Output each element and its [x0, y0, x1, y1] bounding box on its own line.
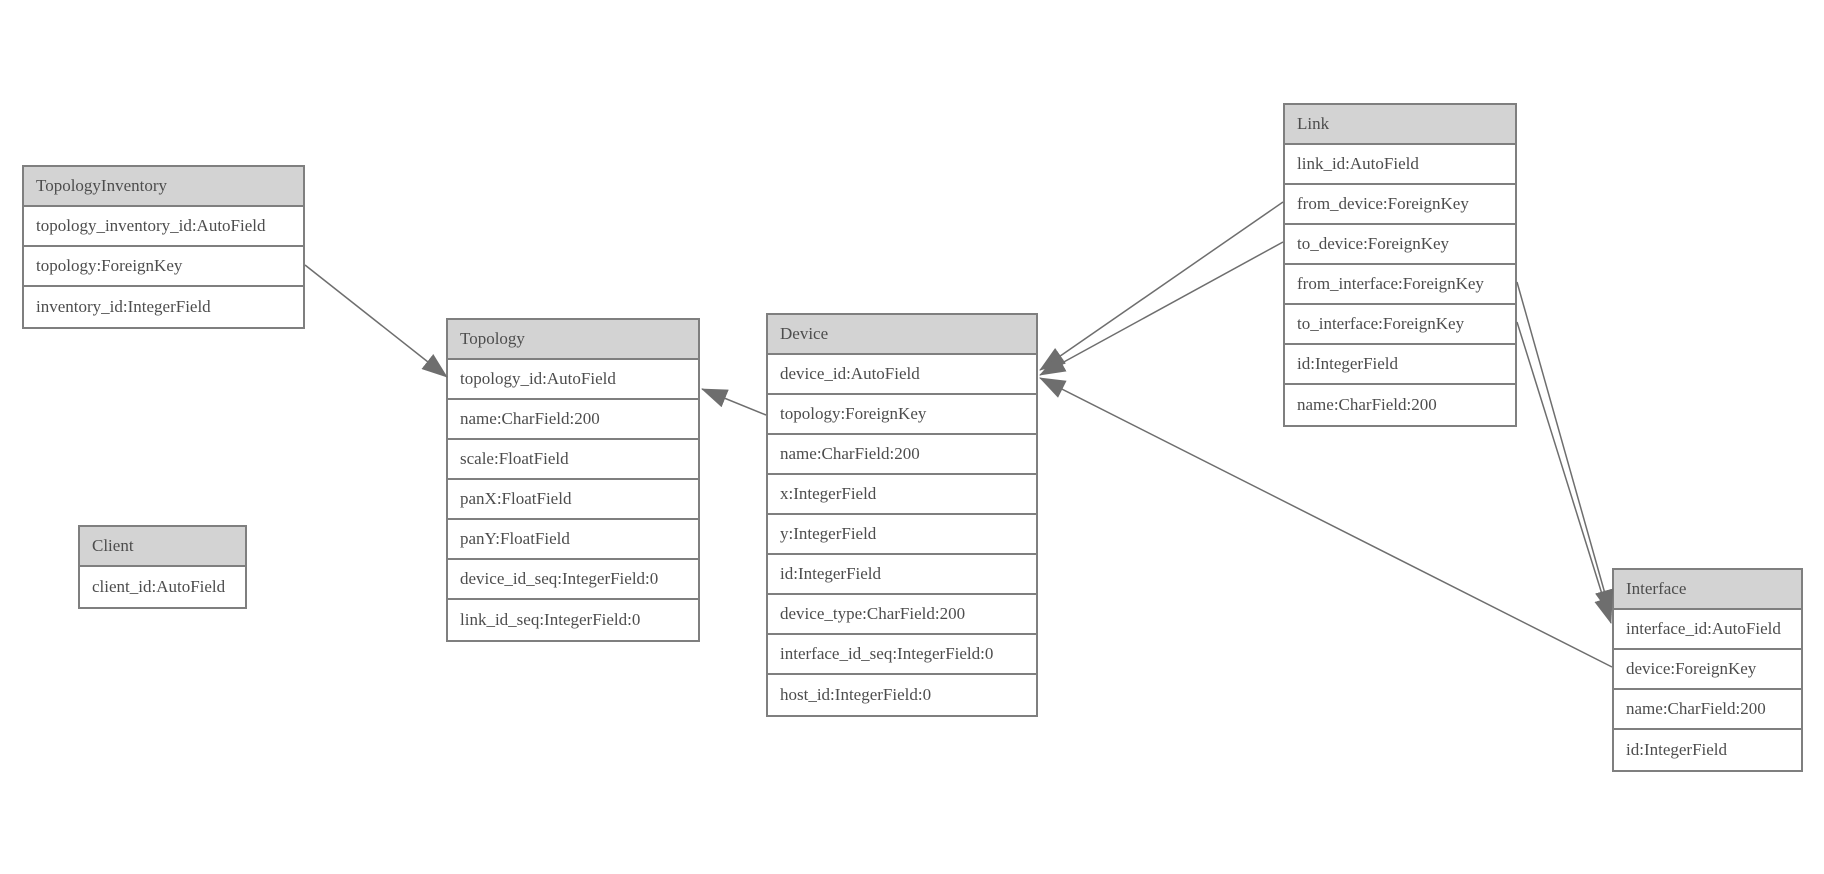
entity-field: host_id:IntegerField:0 [768, 675, 1036, 715]
entity-field: x:IntegerField [768, 475, 1036, 515]
relationship-link-from_device-to-device [1039, 201, 1284, 371]
entity-field: scale:FloatField [448, 440, 698, 480]
entity-field: device_id_seq:IntegerField:0 [448, 560, 698, 600]
entity-field: from_device:ForeignKey [1285, 185, 1515, 225]
entity-field: y:IntegerField [768, 515, 1036, 555]
entity-field: to_interface:ForeignKey [1285, 305, 1515, 345]
entity-title: TopologyInventory [24, 167, 303, 207]
entity-field: id:IntegerField [1285, 345, 1515, 385]
entity-title: Topology [448, 320, 698, 360]
entity-field: panX:FloatField [448, 480, 698, 520]
entity-field: link_id:AutoField [1285, 145, 1515, 185]
entity-field: from_interface:ForeignKey [1285, 265, 1515, 305]
relationship-device-topology-to-topology [701, 388, 767, 416]
entity-field: name:CharField:200 [768, 435, 1036, 475]
entity-field: id:IntegerField [1614, 730, 1801, 770]
entity-title: Link [1285, 105, 1515, 145]
entity-field: interface_id:AutoField [1614, 610, 1801, 650]
entity-field: id:IntegerField [768, 555, 1036, 595]
entity-field: topology_id:AutoField [448, 360, 698, 400]
entity-field: client_id:AutoField [80, 567, 245, 607]
entity-title: Client [80, 527, 245, 567]
entity-title: Interface [1614, 570, 1801, 610]
entity-field: panY:FloatField [448, 520, 698, 560]
entity-field: link_id_seq:IntegerField:0 [448, 600, 698, 640]
entity-title: Device [768, 315, 1036, 355]
entity-field: device:ForeignKey [1614, 650, 1801, 690]
relationship-topologyinventory-topology-to-topology [304, 264, 448, 378]
entity-field: interface_id_seq:IntegerField:0 [768, 635, 1036, 675]
entity-field: to_device:ForeignKey [1285, 225, 1515, 265]
relationship-link-from_interface-to-interface [1516, 281, 1614, 616]
entity-field: inventory_id:IntegerField [24, 287, 303, 327]
entity-field: name:CharField:200 [1614, 690, 1801, 730]
relationship-link-to_device-to-device [1039, 241, 1284, 376]
entity-field: name:CharField:200 [448, 400, 698, 440]
entity-field: topology:ForeignKey [768, 395, 1036, 435]
entity-field: name:CharField:200 [1285, 385, 1515, 425]
entity-field: device_id:AutoField [768, 355, 1036, 395]
entity-field: topology_inventory_id:AutoField [24, 207, 303, 247]
entity-field: topology:ForeignKey [24, 247, 303, 287]
relationship-link-to_interface-to-interface [1516, 321, 1613, 624]
entity-field: device_type:CharField:200 [768, 595, 1036, 635]
